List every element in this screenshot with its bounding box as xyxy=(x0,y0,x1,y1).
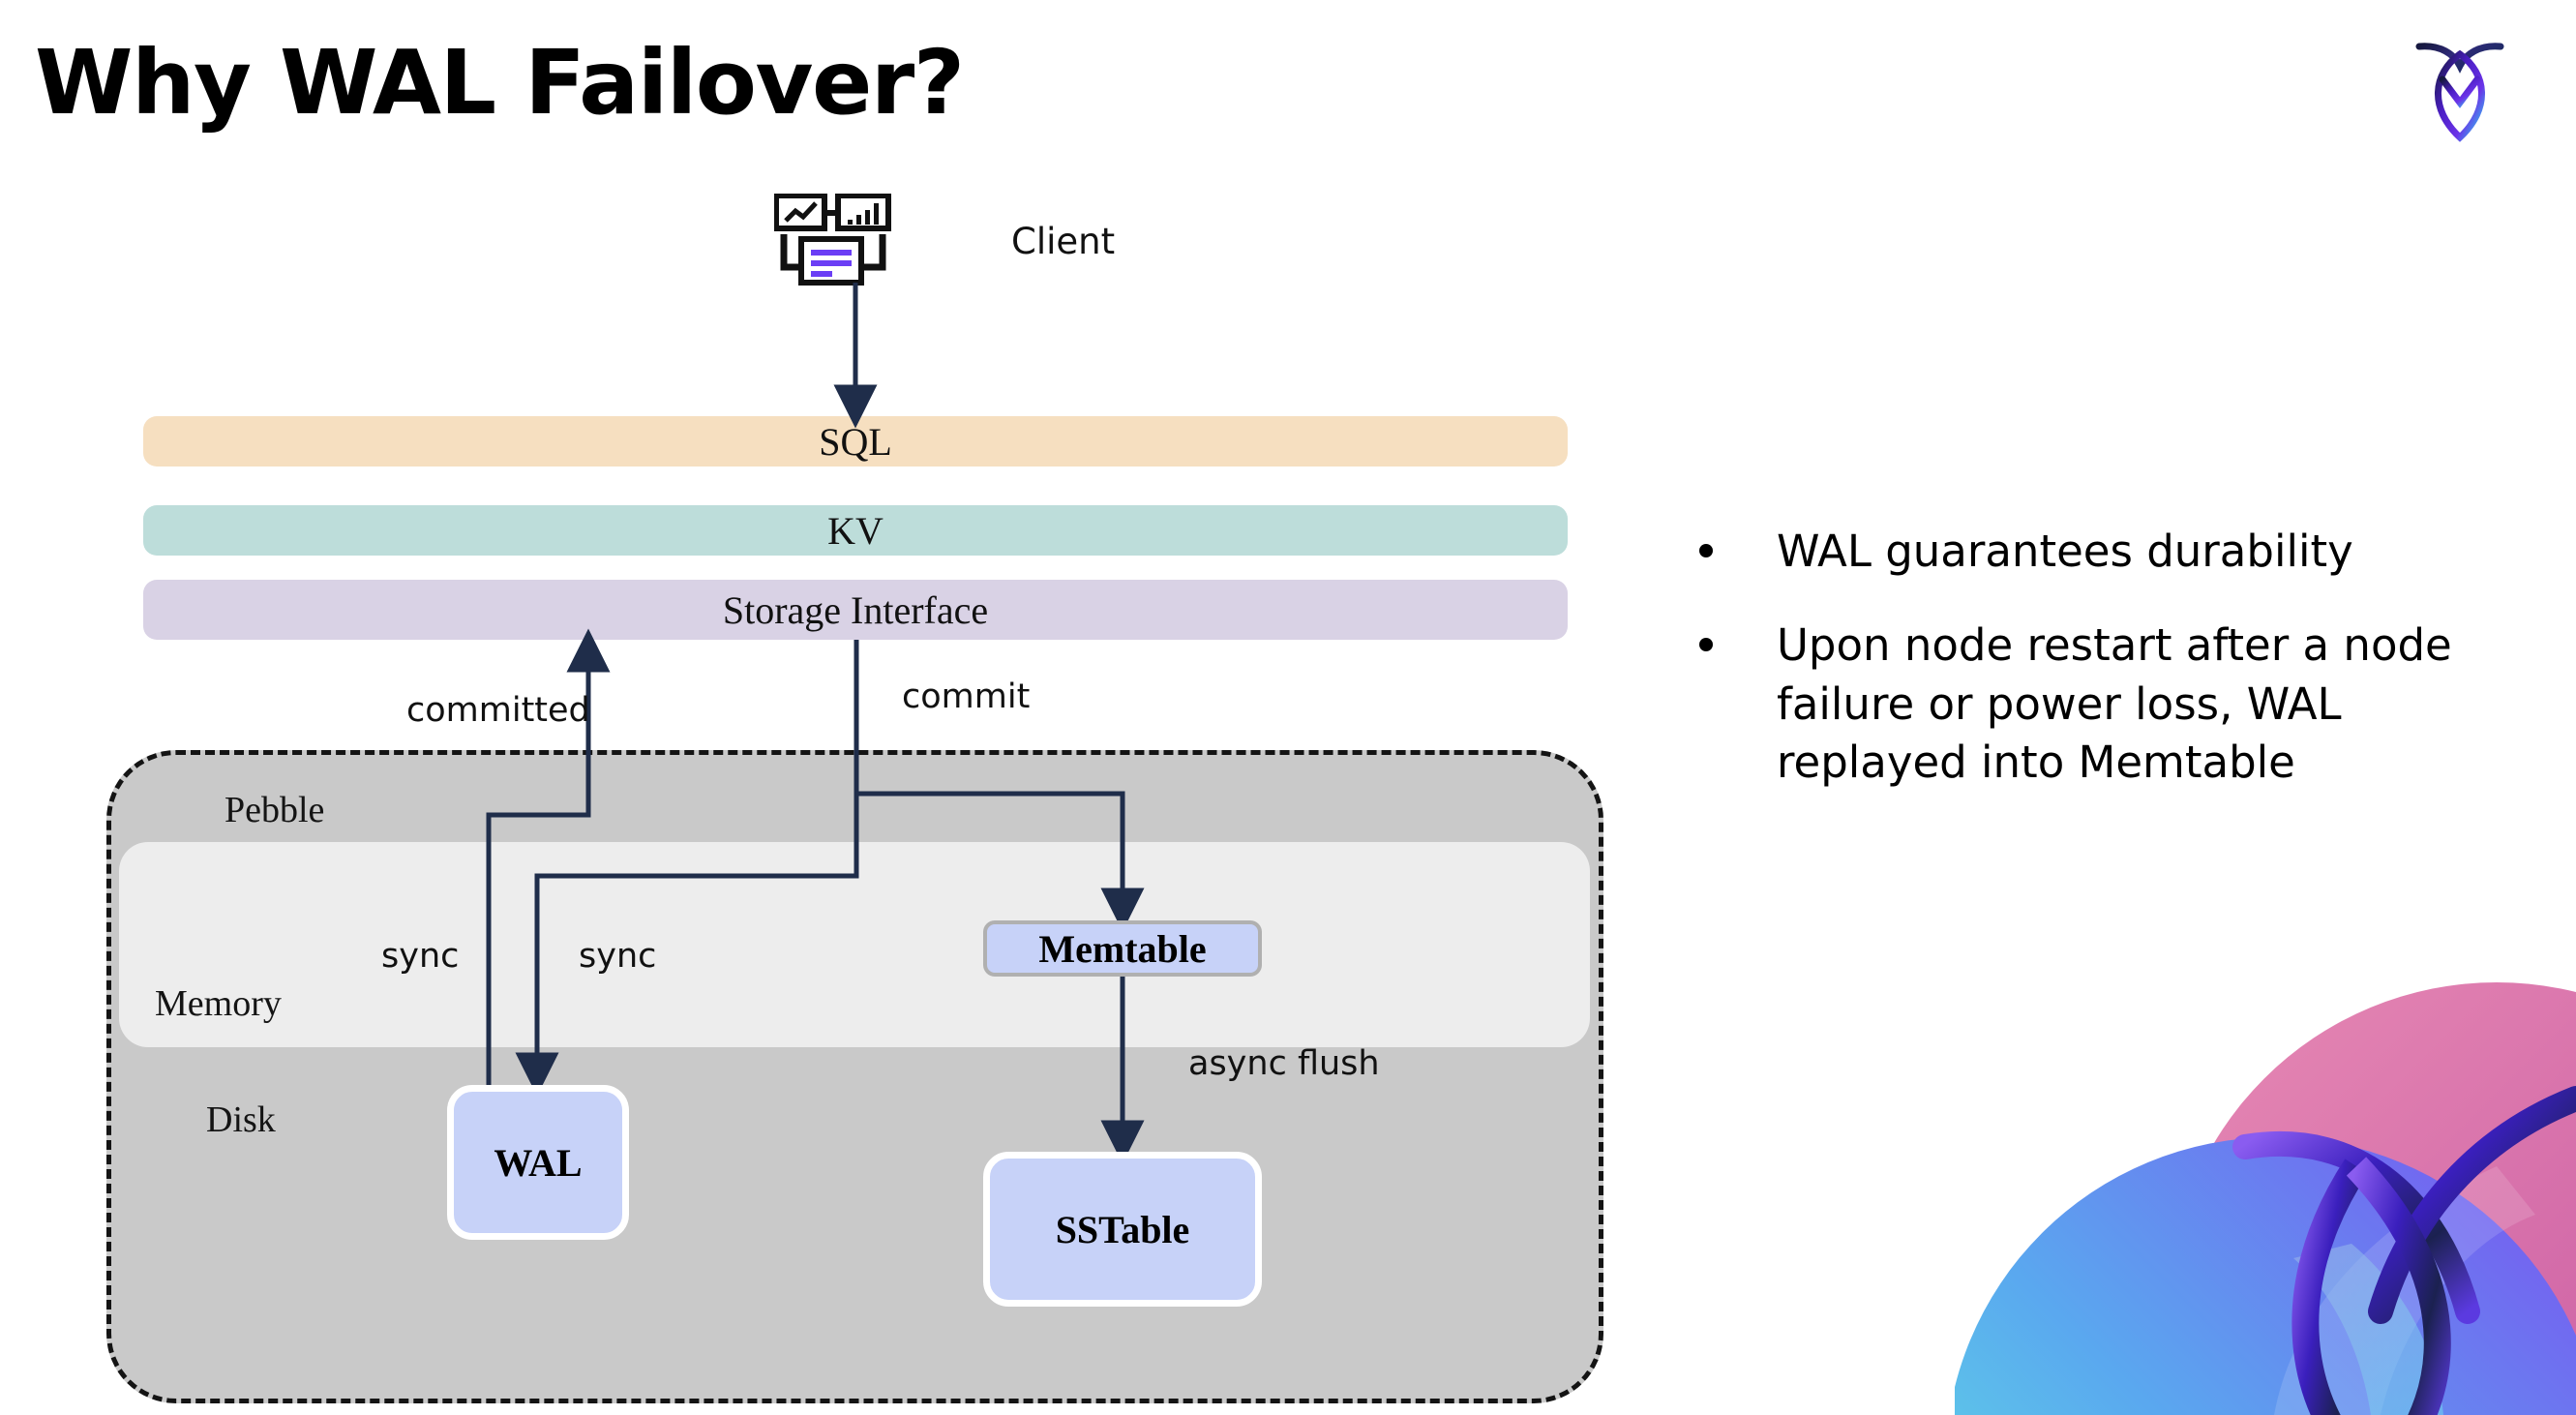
bullet-dot-icon xyxy=(1699,637,1713,651)
edge-label-async-flush: async flush xyxy=(1188,1044,1380,1083)
node-wal-label: WAL xyxy=(494,1140,583,1185)
memory-label: Memory xyxy=(155,983,282,1024)
layer-bar-sql: SQL xyxy=(143,416,1568,467)
edge-label-sync-left: sync xyxy=(381,937,460,976)
bullet-dot-icon xyxy=(1699,544,1713,557)
list-item: Upon node restart after a node failure o… xyxy=(1699,617,2531,793)
pebble-label: Pebble xyxy=(225,790,325,830)
edge-label-commit: commit xyxy=(902,677,1031,716)
node-sstable-label: SSTable xyxy=(1055,1207,1190,1251)
edge-label-committed: committed xyxy=(406,691,590,730)
page-title: Why WAL Failover? xyxy=(35,31,965,135)
layer-bar-kv: KV xyxy=(143,505,1568,556)
edge-label-sync-right: sync xyxy=(579,937,657,976)
memory-zone xyxy=(119,842,1590,1047)
node-wal: WAL xyxy=(447,1085,629,1240)
layer-bar-storage-interface: Storage Interface xyxy=(143,580,1568,640)
cockroachdb-logo xyxy=(2398,25,2522,149)
list-item: WAL guarantees durability xyxy=(1699,523,2531,582)
layer-label-storage-interface: Storage Interface xyxy=(722,587,989,632)
client-dashboard-icon xyxy=(773,193,929,290)
node-memtable: Memtable xyxy=(983,920,1262,977)
layer-label-sql: SQL xyxy=(819,419,892,464)
disk-label: Disk xyxy=(206,1099,276,1140)
node-sstable: SSTable xyxy=(983,1152,1262,1307)
bullet-text: WAL guarantees durability xyxy=(1777,526,2353,577)
node-memtable-label: Memtable xyxy=(1038,926,1207,971)
bullet-text: Upon node restart after a node failure o… xyxy=(1777,618,2452,789)
layer-label-kv: KV xyxy=(827,508,884,553)
client-label: Client xyxy=(1011,221,1116,262)
cockroachdb-decorative-mark xyxy=(1955,924,2576,1415)
bullet-list: WAL guarantees durability Upon node rest… xyxy=(1699,523,2531,828)
